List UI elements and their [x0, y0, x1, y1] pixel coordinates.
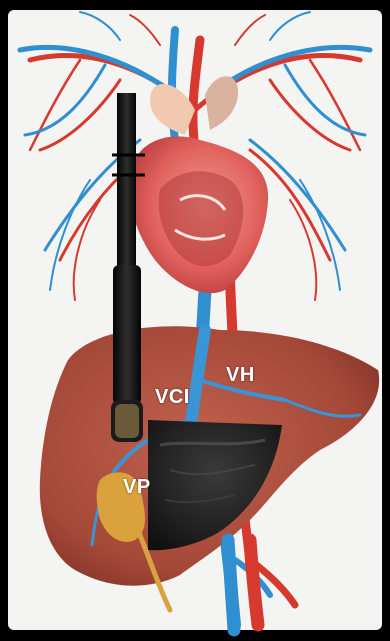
aorta-lower: [250, 540, 258, 625]
label-vp: VP: [123, 476, 151, 499]
vena-cava-lower: [228, 540, 234, 630]
label-vh: VH: [226, 364, 255, 387]
label-vci: VCI: [155, 386, 190, 409]
